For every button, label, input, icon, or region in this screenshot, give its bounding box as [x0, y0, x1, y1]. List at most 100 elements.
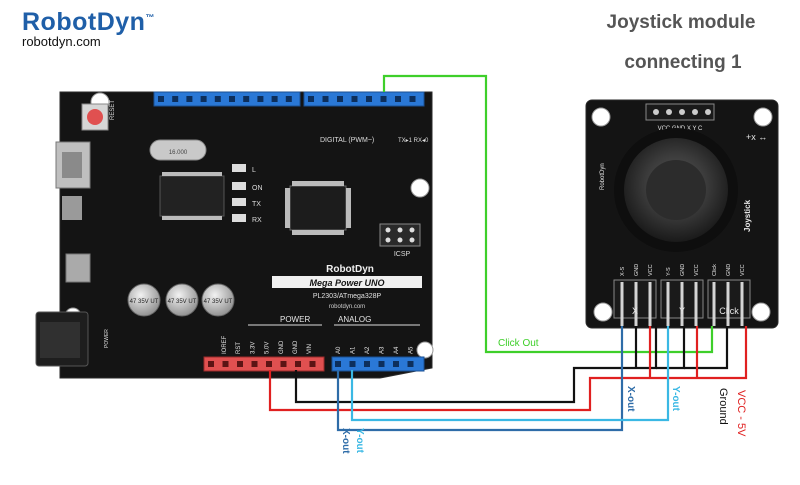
joystick-side-label: Joystick: [743, 199, 752, 232]
wire-ground-joy-y: [656, 326, 686, 370]
analog-header: [331, 356, 425, 372]
header-hole: [208, 361, 214, 367]
axis-arrows-icon: +x ↔: [746, 132, 767, 142]
bottom-header-holes: [208, 361, 414, 367]
capacitor-label: 47 35V UT: [204, 299, 233, 305]
header-hole: [200, 96, 207, 102]
header-hole: [380, 96, 387, 102]
reset-button: [87, 109, 103, 125]
led-rx-label: RX: [252, 217, 262, 224]
header-hole: [364, 361, 370, 367]
joystick-pin-label: VCC: [694, 264, 700, 276]
smd-part: [62, 196, 82, 220]
analog-pin-label: A0: [336, 346, 342, 354]
power-pin-label: IOREF: [222, 335, 228, 354]
header-hole: [243, 96, 250, 102]
logo-brand: RobotDyn™: [22, 8, 155, 36]
y-out-board-label: Y-out: [354, 428, 365, 454]
mount-hole: [751, 302, 771, 322]
power-pin-label: 5.0V: [265, 342, 271, 354]
ground-label: Ground: [717, 388, 729, 425]
header-hole: [285, 96, 292, 102]
joystick-pin-label: VCC: [648, 264, 654, 276]
wires: [268, 74, 748, 432]
wire-x-out: [336, 326, 624, 432]
board-website: robotdyn.com: [329, 304, 365, 310]
header-hole: [366, 96, 372, 102]
header-hole: [229, 96, 235, 102]
y-out-joystick-label: Y-out: [670, 386, 681, 412]
header-hole: [222, 361, 229, 367]
joystick-knob-cap: [646, 160, 706, 220]
board-chip-label: PL2303/ATmega328P: [313, 293, 382, 300]
power-jack-label: POWER: [104, 329, 110, 348]
led-on-label: ON: [252, 185, 263, 192]
power-pin-label: 3.3V: [250, 342, 256, 354]
header-hole: [407, 361, 414, 367]
x-out-board-label: X-out: [340, 428, 351, 454]
header-hole: [351, 96, 358, 102]
diagram-title-line1: Joystick module: [606, 12, 756, 33]
wire-y-out: [350, 326, 670, 422]
mount-hole: [753, 107, 773, 127]
header-hole: [251, 361, 258, 367]
joystick-pin: [740, 282, 744, 326]
logo-website: robotdyn.com: [22, 34, 101, 49]
header-hole: [280, 361, 287, 367]
joystick-pin-label: VCC: [740, 264, 746, 276]
power-pin-label: GND: [293, 340, 299, 354]
model-banner: [272, 276, 422, 288]
analog-pin-label: A1: [351, 346, 357, 354]
tx-rx-label: TX▸1 RX◂0: [398, 138, 429, 144]
icsp-label: ICSP: [394, 251, 411, 258]
power-header: [203, 356, 325, 372]
power-pin-label: RST: [236, 342, 242, 354]
header-hole: [322, 96, 329, 102]
joystick-pin: [712, 282, 716, 326]
digital-header-holes: [158, 96, 416, 102]
joystick-top-header-pins: [653, 109, 711, 115]
capacitors: [127, 283, 235, 317]
wire-ground: [294, 326, 658, 404]
joystick-pin-label: GND: [726, 264, 732, 276]
joystick-pin: [726, 282, 730, 326]
joystick-pin: [634, 282, 638, 326]
crystal: [149, 139, 207, 161]
usb-serial-chip: [159, 175, 225, 217]
board-pcb: [59, 91, 433, 379]
board-model: Mega Power UNO: [309, 278, 384, 288]
status-leds: [232, 164, 246, 222]
wire-vcc: [268, 326, 748, 412]
header-hole: [378, 361, 385, 367]
digital-header-left: [153, 91, 301, 107]
axis-click-label: Click: [719, 306, 739, 316]
header-hole: [237, 361, 243, 367]
header-hole: [266, 361, 272, 367]
axis-x-label: X: [632, 306, 638, 316]
arduino-board: POWER RESET 16.000: [35, 91, 434, 379]
wire-ground-joy-click: [684, 326, 729, 370]
analog-pin-label: A4: [394, 346, 400, 354]
header-hole: [295, 361, 301, 367]
atmega328p-chip: [289, 185, 347, 231]
axis-y-label: Y: [679, 306, 685, 316]
mount-hole: [416, 341, 434, 359]
analog-pin-label: A3: [380, 346, 386, 354]
header-hole: [172, 96, 179, 102]
analog-label: ANALOG: [338, 315, 371, 324]
joystick-pin: [680, 282, 684, 326]
header-hole: [271, 96, 278, 102]
diagram-title-line2: connecting 1: [624, 52, 742, 73]
vcc-label: VCC - 5V: [735, 390, 747, 437]
wire-click-out: [382, 74, 714, 354]
mount-hole: [593, 302, 613, 322]
joystick-pin: [694, 282, 698, 326]
joystick-pin: [648, 282, 652, 326]
joystick-brand-vertical: RobotDyn: [600, 163, 606, 190]
joystick-pin-label: X-S: [620, 267, 626, 277]
robotdyn-logo: RobotDyn™ robotdyn.com: [22, 8, 155, 49]
